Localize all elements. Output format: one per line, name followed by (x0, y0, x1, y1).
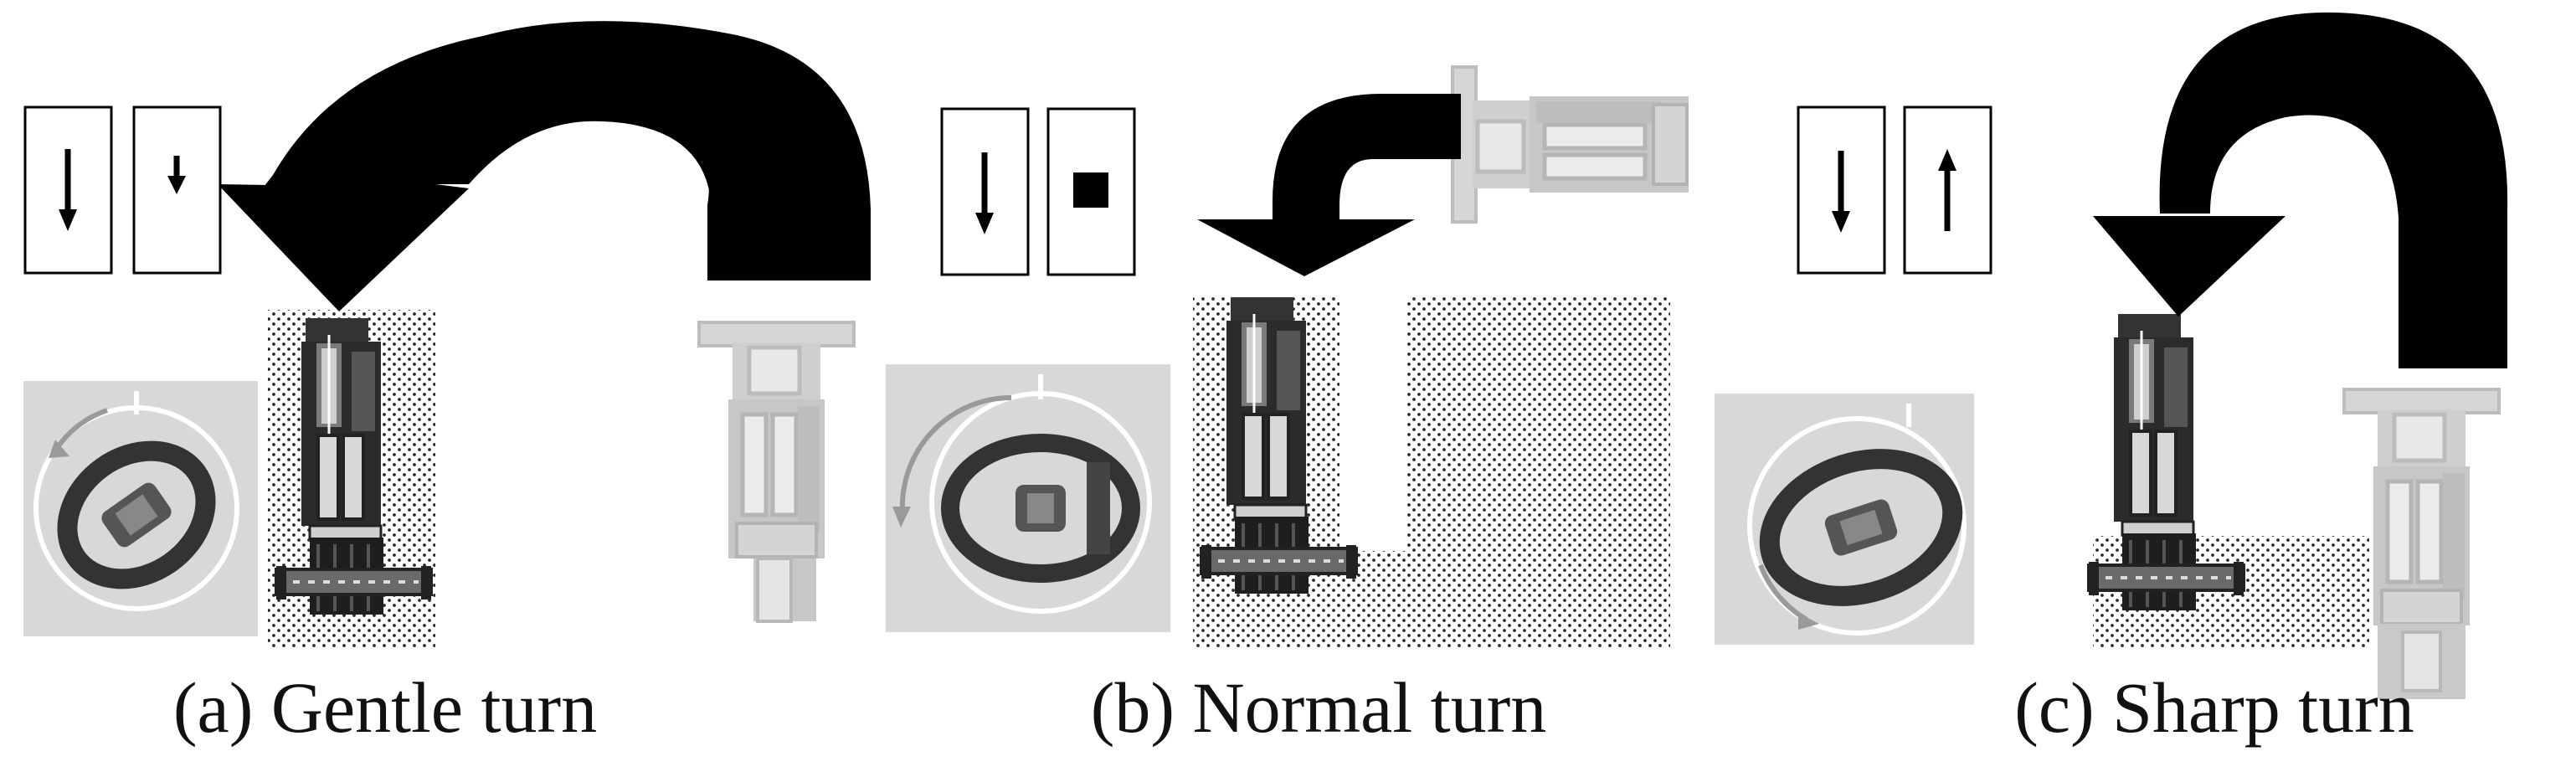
stop-square-icon (1073, 172, 1108, 208)
left-track-cue (23, 106, 113, 275)
caption-sharp-turn: (c) Sharp turn (2014, 667, 2414, 748)
robot-topview-icon (2344, 389, 2499, 699)
turn-arrow-icon (2093, 12, 2508, 368)
caption-normal-turn: (b) Normal turn (1090, 667, 1547, 748)
rotation-dial-icon (886, 364, 1170, 632)
rotation-dial-icon (1715, 394, 1974, 645)
left-track-cue (940, 107, 1030, 276)
panel-gentle-turn (23, 21, 871, 651)
left-track-cue (1797, 106, 1886, 275)
rotation-dial-icon (23, 381, 258, 636)
turn-arrow-icon (1197, 94, 1461, 276)
caption-gentle-turn: (a) Gentle turn (172, 667, 598, 748)
robot-topview-icon (1453, 67, 1689, 222)
robot-topview-icon (2087, 312, 2245, 612)
robot-topview-icon (699, 322, 854, 623)
panel-sharp-turn (1715, 12, 2508, 699)
panel-normal-turn (886, 67, 1689, 649)
right-track-cue (1903, 106, 1992, 275)
right-track-cue (1046, 107, 1136, 276)
right-track-cue (132, 106, 222, 275)
turn-arrow-icon (218, 21, 871, 311)
